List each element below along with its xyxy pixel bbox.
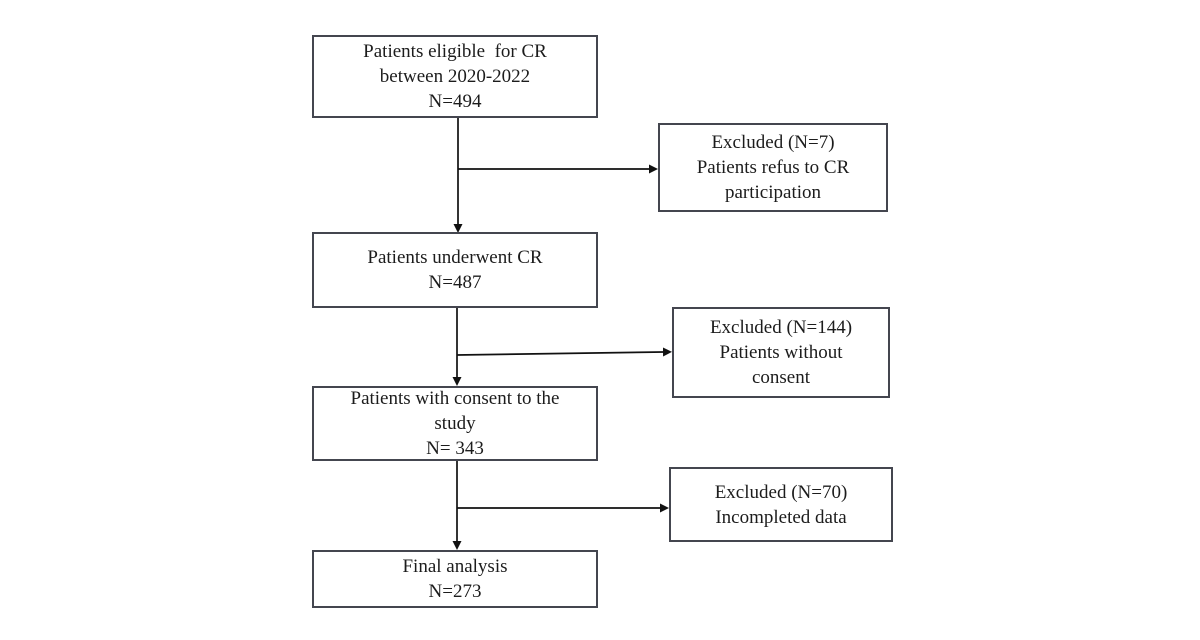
node-text-line: between 2020-2022 — [379, 66, 531, 87]
node-text-line: N=494 — [428, 91, 482, 112]
node-text-line: Patients eligible for CR — [363, 41, 547, 62]
node-patients-eligible: Patients eligible for CR between 2020-20… — [312, 35, 598, 118]
node-text-line: participation — [724, 182, 822, 203]
node-final-analysis: Final analysis N=273 — [312, 550, 598, 608]
node-patients-underwent: Patients underwent CR N=487 — [312, 232, 598, 308]
node-text-line: Patients underwent CR — [367, 247, 543, 268]
node-text-line: Patients with consent to the — [350, 388, 560, 409]
node-text-line: study — [434, 413, 476, 434]
node-text-line: consent — [751, 367, 811, 388]
node-text-line: Incompleted data — [715, 506, 847, 528]
node-text-line: N=273 — [428, 581, 482, 602]
node-patients-consent: Patients with consent to the study N= 34… — [312, 386, 598, 461]
node-excluded-refusal: Excluded (N=7) Patients refus to CR part… — [658, 123, 888, 212]
node-text-line: Excluded (N=70) — [714, 481, 848, 503]
node-excluded-no-consent: Excluded (N=144) Patients without consen… — [672, 307, 890, 398]
node-text-line: Final analysis — [402, 556, 508, 577]
node-text-line: Excluded (N=7) — [711, 132, 835, 153]
node-text-line: N= 343 — [426, 438, 484, 459]
node-text-line: Patients without — [719, 342, 843, 363]
node-excluded-incomplete-data: Excluded (N=70) Incompleted data — [669, 467, 893, 542]
arrow-underwent-to-excluded-no-consent — [456, 347, 672, 357]
node-text-line: Patients refus to CR — [696, 157, 850, 178]
node-text-line: N=487 — [428, 272, 482, 293]
node-text-line: Excluded (N=144) — [709, 317, 853, 338]
